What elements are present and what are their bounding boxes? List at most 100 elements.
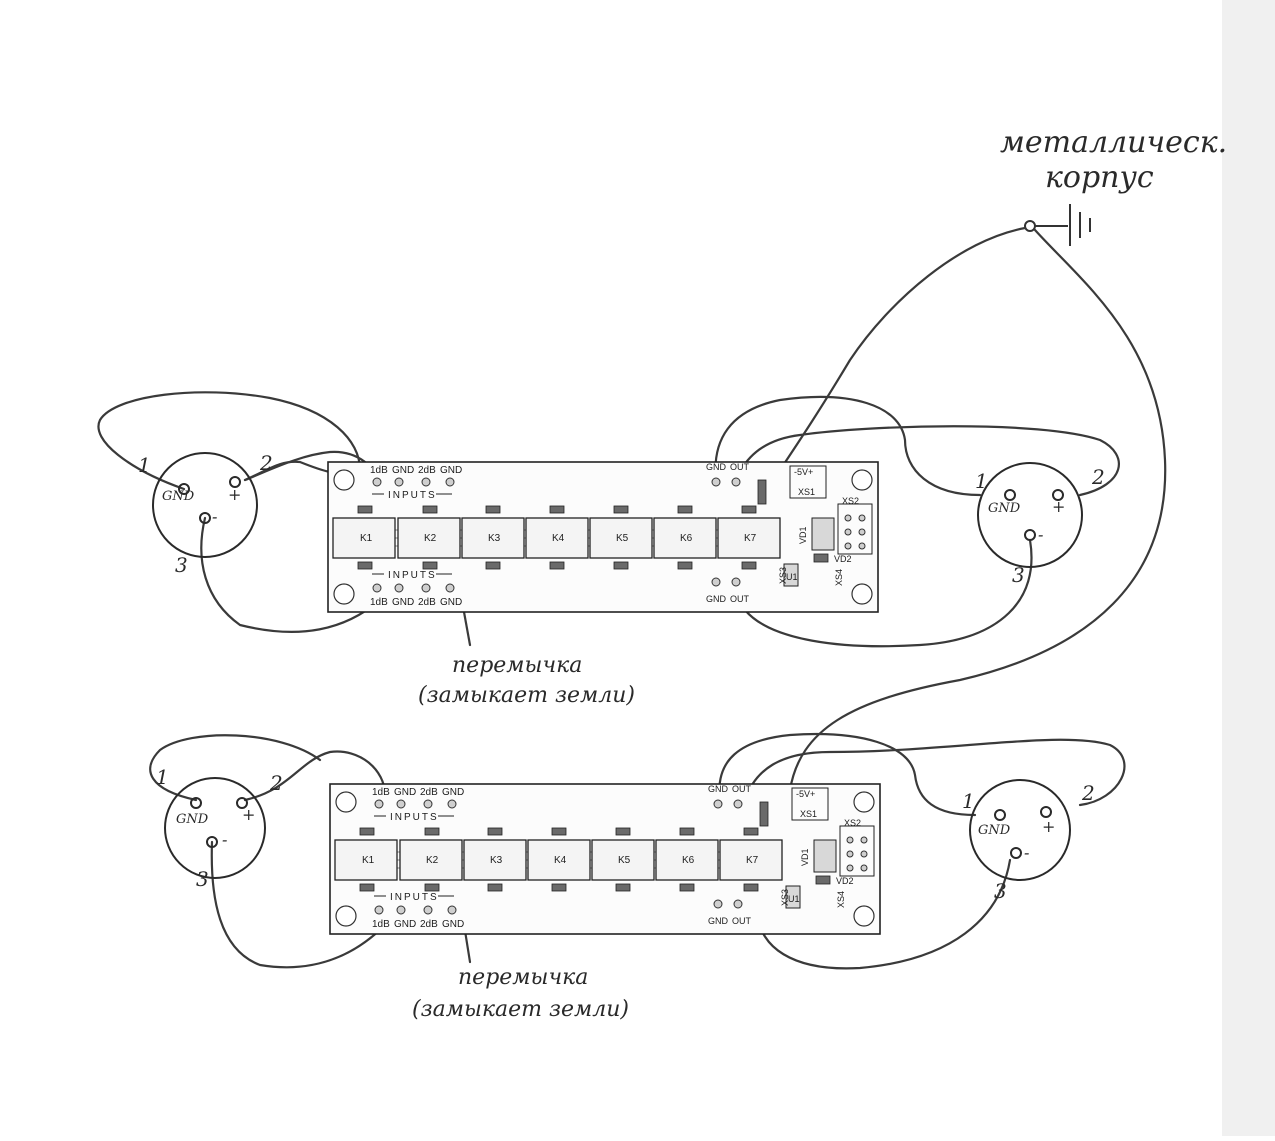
tl-pin2-label: 2 bbox=[259, 451, 273, 475]
mount-hole-tl bbox=[333, 469, 355, 491]
inputs-label-top: INPUTS bbox=[390, 812, 439, 823]
xs4-label: XS4 bbox=[836, 891, 846, 908]
relay-k5: K5 bbox=[616, 533, 629, 544]
wire-tr-gnd bbox=[714, 395, 982, 497]
out-top-out: OUT bbox=[732, 784, 752, 794]
tr-gnd-label: GND bbox=[988, 501, 1021, 516]
smd-resistors bbox=[359, 827, 759, 892]
xs1-label: XS1 bbox=[800, 809, 817, 819]
xs2-label: XS2 bbox=[842, 496, 859, 506]
bl-pin3-label: 3 bbox=[196, 867, 209, 891]
hdr-bottom-0: 1dB bbox=[370, 597, 388, 608]
ground-symbol-icon bbox=[1024, 204, 1091, 246]
pcb-board-bottom: 1dB GND 2dB GND INPUTS K1 K2 K3 K4 K5 K6… bbox=[329, 783, 881, 935]
hdr-top-1: GND bbox=[392, 465, 414, 476]
hdr-bottom-2: 2dB bbox=[420, 919, 438, 930]
inputs-label-bottom: INPUTS bbox=[390, 892, 439, 903]
vd1-label: VD1 bbox=[800, 848, 810, 866]
mount-hole-bl bbox=[333, 583, 355, 605]
br-gnd-label: GND bbox=[978, 823, 1011, 838]
mount-hole-br bbox=[851, 583, 873, 605]
relay-k3: K3 bbox=[488, 533, 501, 544]
case-label-line2: корпус bbox=[1045, 160, 1154, 195]
xs1-box bbox=[791, 787, 829, 821]
tl-gnd-label: GND bbox=[162, 489, 195, 504]
connector-bottom-right: 1 2 3 GND + - bbox=[962, 779, 1095, 903]
hdr-bottom-1: GND bbox=[394, 919, 416, 930]
wire-case-bottom bbox=[788, 228, 1167, 792]
hdr-bottom-1: GND bbox=[392, 597, 414, 608]
xs2-box bbox=[837, 503, 873, 555]
mount-hole-tl bbox=[335, 791, 357, 813]
jumper-note-top-line2: (замыкает земли) bbox=[418, 683, 635, 708]
tl-minus-label: - bbox=[212, 507, 217, 526]
vd1-body bbox=[813, 839, 837, 873]
tr-minus-label: - bbox=[1038, 525, 1043, 544]
tr-pin2-label: 2 bbox=[1091, 465, 1105, 489]
connector-top-left: 1 2 3 GND + - bbox=[138, 451, 273, 577]
u1-body bbox=[783, 563, 799, 587]
br-pin3-label: 3 bbox=[994, 879, 1007, 903]
hdr-bottom-3: GND bbox=[442, 919, 464, 930]
xs4-label: XS4 bbox=[834, 569, 844, 586]
jumper-note-bottom-line1: перемычка bbox=[458, 965, 588, 990]
relay-k4: K4 bbox=[554, 855, 567, 866]
bl-pin2-label: 2 bbox=[269, 771, 283, 795]
xs2-label: XS2 bbox=[844, 818, 861, 828]
wire-br-gnd bbox=[718, 732, 977, 817]
tl-plus-label: + bbox=[228, 485, 241, 504]
out-bottom-gnd: GND bbox=[706, 594, 727, 604]
wire-bl-pin2 bbox=[243, 750, 387, 802]
out-bottom-out: OUT bbox=[730, 594, 750, 604]
relay-k1: K1 bbox=[362, 855, 375, 866]
power-label: -5V+ bbox=[794, 467, 813, 477]
hdr-bottom-3: GND bbox=[440, 597, 462, 608]
hdr-top-0: 1dB bbox=[370, 465, 388, 476]
bl-pin1-label: 1 bbox=[156, 765, 169, 789]
relay-k3: K3 bbox=[490, 855, 503, 866]
br-minus-label: - bbox=[1024, 843, 1029, 862]
out-top-gnd: GND bbox=[708, 784, 729, 794]
wire-tr-out bbox=[733, 425, 1120, 497]
relay-k6: K6 bbox=[682, 855, 695, 866]
relay-k6: K6 bbox=[680, 533, 693, 544]
u1-body bbox=[785, 885, 801, 909]
connector-top-right: 1 2 3 GND + - bbox=[975, 462, 1105, 587]
out-bottom-gnd: GND bbox=[708, 916, 729, 926]
jumper-note-top-line1: перемычка bbox=[452, 653, 582, 678]
pcb-board-top: 1dB GND 2dB GND INPUTS K1 K2 K3 K4 K5 K6… bbox=[327, 461, 879, 613]
relay-k4: K4 bbox=[552, 533, 565, 544]
br-plus-label: + bbox=[1042, 817, 1055, 836]
tl-pin1-label: 1 bbox=[138, 453, 151, 477]
tr-plus-label: + bbox=[1052, 497, 1065, 516]
out-bottom-out: OUT bbox=[732, 916, 752, 926]
vd2-label: VD2 bbox=[836, 876, 854, 886]
hdr-top-1: GND bbox=[394, 787, 416, 798]
hdr-top-0: 1dB bbox=[372, 787, 390, 798]
wire-br-out bbox=[743, 738, 1126, 807]
tl-pin3-label: 3 bbox=[175, 553, 188, 577]
relay-row: K1 K2 K3 K4 K5 K6 K7 bbox=[332, 517, 781, 559]
out-top-out: OUT bbox=[730, 462, 750, 472]
hdr-top-2: 2dB bbox=[418, 465, 436, 476]
relay-k5: K5 bbox=[618, 855, 631, 866]
relay-k7: K7 bbox=[746, 855, 759, 866]
mount-hole-tr bbox=[851, 469, 873, 491]
hdr-top-3: GND bbox=[442, 787, 464, 798]
u1-label: U1 bbox=[788, 894, 800, 904]
tr-pin3-label: 3 bbox=[1012, 563, 1025, 587]
hdr-top-2: 2dB bbox=[420, 787, 438, 798]
hdr-bottom-2: 2dB bbox=[418, 597, 436, 608]
wire-bl-pin3 bbox=[210, 840, 387, 969]
br-pin2-label: 2 bbox=[1081, 781, 1095, 805]
out-top-gnd: GND bbox=[706, 462, 727, 472]
bl-minus-label: - bbox=[222, 830, 227, 849]
wire-tl-pin1 bbox=[97, 391, 362, 491]
wire-bl-pin1 bbox=[149, 734, 322, 802]
tr-pin1-label: 1 bbox=[975, 469, 988, 493]
relay-k2: K2 bbox=[424, 533, 437, 544]
relay-row: K1 K2 K3 K4 K5 K6 K7 bbox=[334, 839, 783, 881]
xs3-label: XS3 bbox=[780, 889, 790, 906]
